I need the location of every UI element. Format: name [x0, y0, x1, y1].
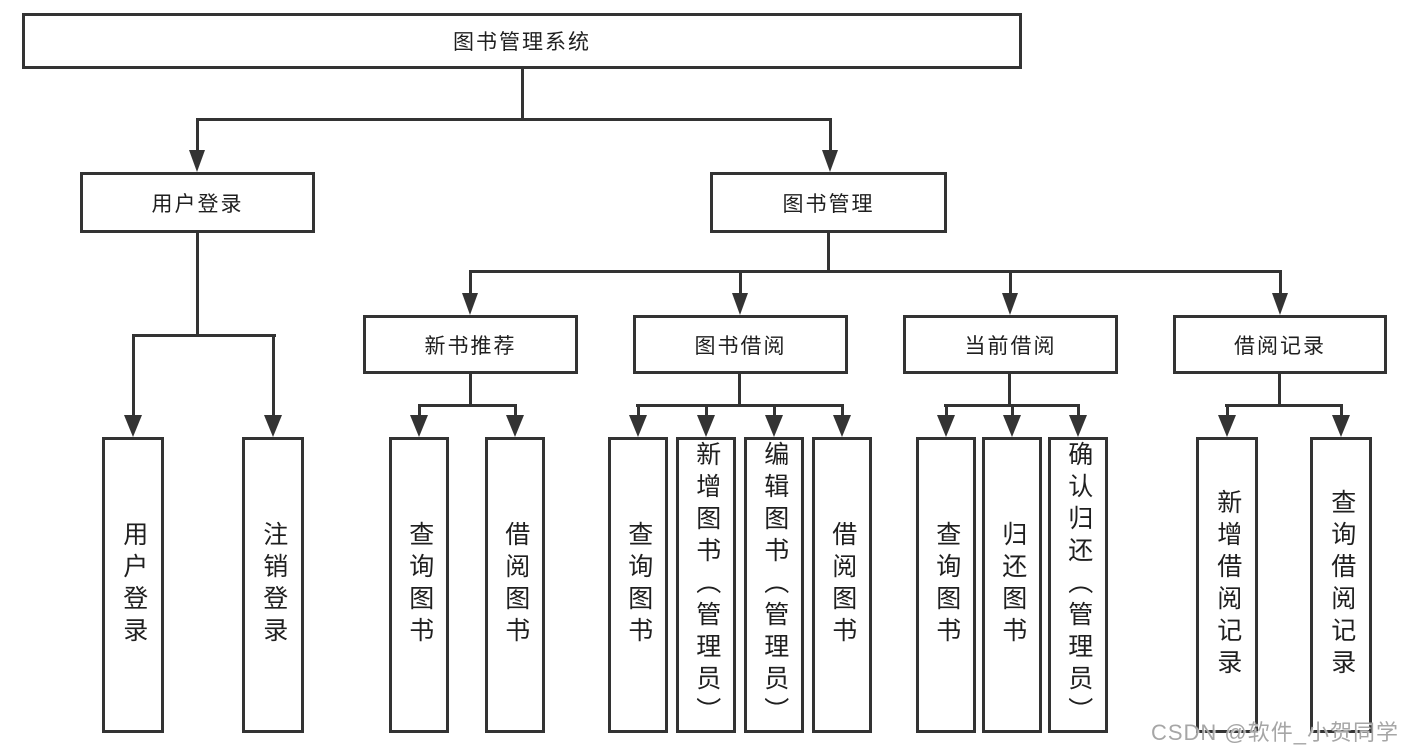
node-borrow-records-label: 借阅记录: [1234, 334, 1326, 358]
leaf-return-books-label: 归还图书: [998, 521, 1027, 649]
connector-hline: [196, 118, 832, 121]
node-current-borrow: 当前借阅: [903, 315, 1118, 374]
leaf-confirm-return-admin-label: 确认归还（管理员）: [1064, 441, 1093, 729]
arrowhead-down: [765, 415, 783, 437]
leaf-user-login-label: 用户登录: [119, 521, 148, 649]
leaf-return-books: 归还图书: [982, 437, 1042, 733]
connector-vline: [1340, 404, 1343, 418]
leaf-query-books-2: 查询图书: [608, 437, 668, 733]
connector-vline: [132, 334, 135, 417]
leaf-query-books-1: 查询图书: [389, 437, 449, 733]
leaf-borrow-books-2: 借阅图书: [812, 437, 872, 733]
connector-vline: [196, 118, 199, 153]
connector-vline: [829, 118, 832, 153]
arrowhead-down: [629, 415, 647, 437]
leaf-query-borrow-record-label: 查询借阅记录: [1327, 489, 1356, 681]
connector-vline: [1008, 371, 1011, 407]
node-current-borrow-label: 当前借阅: [964, 334, 1057, 358]
arrowhead-down: [410, 415, 428, 437]
connector-vline: [841, 404, 844, 418]
arrowhead-down: [264, 415, 282, 437]
connector-vline: [1009, 270, 1012, 296]
connector-vline: [469, 270, 472, 296]
connector-vline: [1077, 404, 1080, 418]
arrowhead-down: [124, 415, 142, 437]
connector-vline: [827, 231, 830, 273]
connector-vline: [272, 334, 275, 417]
connector-hline: [469, 270, 1282, 273]
node-book-borrow-label: 图书借阅: [694, 334, 787, 358]
node-new-book-recommend-label: 新书推荐: [424, 334, 517, 358]
connector-vline: [773, 404, 776, 418]
node-user-login: 用户登录: [80, 172, 315, 233]
leaf-query-borrow-record: 查询借阅记录: [1310, 437, 1372, 733]
connector-vline: [521, 66, 524, 121]
leaf-add-borrow-record-label: 新增借阅记录: [1213, 489, 1242, 681]
leaf-logout: 注销登录: [242, 437, 304, 733]
leaf-add-borrow-record: 新增借阅记录: [1196, 437, 1258, 733]
leaf-confirm-return-admin: 确认归还（管理员）: [1048, 437, 1108, 733]
node-book-management: 图书管理: [710, 172, 947, 233]
arrowhead-down: [833, 415, 851, 437]
arrowhead-down: [462, 293, 478, 315]
arrowhead-down: [506, 415, 524, 437]
leaf-query-books-3: 查询图书: [916, 437, 976, 733]
node-book-borrow: 图书借阅: [633, 315, 848, 374]
leaf-logout-label: 注销登录: [259, 521, 288, 649]
connector-vline: [514, 404, 517, 418]
node-root-label: 图书管理系统: [453, 31, 591, 54]
connector-vline: [196, 231, 199, 337]
connector-vline: [739, 270, 742, 296]
node-root: 图书管理系统: [22, 13, 1022, 69]
arrowhead-down: [937, 415, 955, 437]
connector-vline: [738, 371, 741, 407]
connector-vline: [637, 404, 640, 418]
connector-hline: [1225, 404, 1343, 407]
connector-vline: [945, 404, 948, 418]
leaf-edit-books-admin-label: 编辑图书（管理员）: [760, 441, 789, 729]
connector-vline: [1011, 404, 1014, 418]
connector-vline: [418, 404, 421, 418]
arrowhead-down: [1069, 415, 1087, 437]
leaf-borrow-books-2-label: 借阅图书: [828, 521, 857, 649]
arrowhead-down: [732, 293, 748, 315]
connector-vline: [1226, 404, 1229, 418]
arrowhead-down: [1332, 415, 1350, 437]
node-book-management-label: 图书管理: [782, 192, 875, 216]
connector-vline: [469, 371, 472, 407]
leaf-query-books-2-label: 查询图书: [624, 521, 653, 649]
arrowhead-down: [697, 415, 715, 437]
leaf-borrow-books-1-label: 借阅图书: [501, 521, 530, 649]
leaf-edit-books-admin: 编辑图书（管理员）: [744, 437, 804, 733]
connector-hline: [636, 404, 844, 407]
watermark: CSDN @软件_小贺同学: [1150, 720, 1399, 745]
connector-vline: [1278, 371, 1281, 407]
leaf-borrow-books-1: 借阅图书: [485, 437, 545, 733]
connector-vline: [1279, 270, 1282, 296]
arrowhead-down: [822, 150, 838, 172]
arrowhead-down: [1272, 293, 1288, 315]
node-new-book-recommend: 新书推荐: [363, 315, 578, 374]
leaf-query-books-1-label: 查询图书: [405, 521, 434, 649]
node-user-login-label: 用户登录: [151, 192, 244, 216]
connector-hline: [418, 404, 517, 407]
node-borrow-records: 借阅记录: [1173, 315, 1387, 374]
leaf-query-books-3-label: 查询图书: [932, 521, 961, 649]
leaf-add-books-admin-label: 新增图书（管理员）: [692, 441, 721, 729]
connector-vline: [705, 404, 708, 418]
arrowhead-down: [1002, 293, 1018, 315]
arrowhead-down: [189, 150, 205, 172]
leaf-add-books-admin: 新增图书（管理员）: [676, 437, 736, 733]
arrowhead-down: [1003, 415, 1021, 437]
connector-hline: [132, 334, 276, 337]
arrowhead-down: [1218, 415, 1236, 437]
leaf-user-login: 用户登录: [102, 437, 164, 733]
